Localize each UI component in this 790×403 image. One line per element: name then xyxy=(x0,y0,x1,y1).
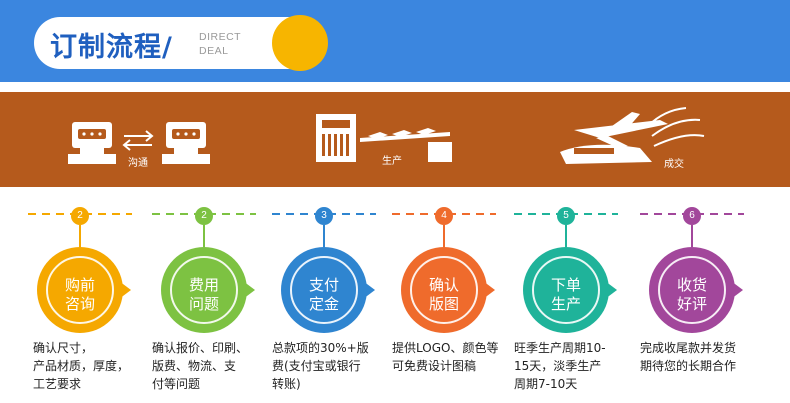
step-description-line: 旺季生产周期10- xyxy=(514,341,606,355)
step-description: 确认报价、印刷、版费、物流、支付等问题 xyxy=(152,339,277,393)
step-stem xyxy=(565,225,567,247)
production-machine-icon xyxy=(316,114,452,162)
step-number-badge: 2 xyxy=(195,207,213,225)
bubble-ring: 确认版图 xyxy=(410,256,478,324)
step-description-line: 可免费设计图稿 xyxy=(392,359,477,373)
step-stem xyxy=(691,225,693,247)
computer-right-icon xyxy=(162,122,210,164)
bubble-pointer xyxy=(483,281,495,299)
step-description: 完成收尾款并发货期待您的长期合作 xyxy=(640,339,765,375)
step-bubble: 费用问题 xyxy=(161,247,255,333)
step-description-line: 确认报价、印刷、 xyxy=(152,341,249,355)
step-title-line-1: 确认 xyxy=(428,276,459,294)
step-description-line: 15天，淡季生产 xyxy=(514,359,602,373)
process-step: 2 费用问题确认报价、印刷、版费、物流、支付等问题 xyxy=(152,205,282,403)
computer-left-icon xyxy=(68,122,116,164)
step-title-line-1: 收货 xyxy=(676,276,707,294)
step-title: 下单生产 xyxy=(534,276,598,314)
step-description: 旺季生产周期10- 15天，淡季生产周期7-10天 xyxy=(514,339,639,393)
step-title-line-1: 购前 xyxy=(64,276,95,294)
process-steps: 2 购前咨询确认尺寸， 产品材质，厚度， 工艺要求 2 费用问题确认报价、印刷、版费、物流… xyxy=(0,205,790,403)
page-subtitle: DIRECT DEAL xyxy=(199,30,241,58)
step-description: 确认尺寸， 产品材质，厚度， 工艺要求 xyxy=(33,339,158,393)
step-title-line-2: 生产 xyxy=(550,295,581,313)
bubble-pointer xyxy=(243,281,255,299)
step-title-line-1: 支付 xyxy=(308,276,339,294)
bubble-ring: 购前咨询 xyxy=(46,256,114,324)
label-communicate: 沟通 xyxy=(128,158,148,169)
step-description-line: 提供LOGO、颜色等 xyxy=(392,341,499,355)
step-description: 提供LOGO、颜色等可免费设计图稿 xyxy=(392,339,517,375)
process-illustration xyxy=(68,107,705,164)
step-bubble: 支付定金 xyxy=(281,247,375,333)
step-title-line-2: 好评 xyxy=(676,295,707,313)
step-title-line-2: 版图 xyxy=(428,295,459,313)
step-bubble: 收货好评 xyxy=(649,247,743,333)
step-description-line: 总款项的30%+版 xyxy=(272,341,369,355)
step-description-line: 版费、物流、支 xyxy=(152,359,237,373)
step-description-line: 付等问题 xyxy=(152,377,201,391)
process-step: 2 购前咨询确认尺寸， 产品材质，厚度， 工艺要求 xyxy=(28,205,158,403)
step-stem xyxy=(79,225,81,247)
step-number-badge: 2 xyxy=(71,207,89,225)
bubble-pointer xyxy=(119,281,131,299)
label-deal: 成交 xyxy=(664,159,684,170)
step-description-line: 转账) xyxy=(272,377,301,391)
process-illustration-band: 沟通 生产 成交 xyxy=(0,92,790,187)
exchange-arrows-icon xyxy=(122,130,154,151)
step-number-badge: 5 xyxy=(557,207,575,225)
step-title-line-1: 下单 xyxy=(550,276,581,294)
process-step: 3 支付定金总款项的30%+版费(支付宝或银行转账) xyxy=(272,205,402,403)
step-title-line-1: 费用 xyxy=(188,276,219,294)
step-description-line: 期待您的长期合作 xyxy=(640,359,737,373)
step-description-line: 费(支付宝或银行 xyxy=(272,359,361,373)
step-bubble: 购前咨询 xyxy=(37,247,131,333)
step-number-badge: 6 xyxy=(683,207,701,225)
header-banner: 订制流程/ DIRECT DEAL xyxy=(0,0,790,82)
bubble-ring: 收货好评 xyxy=(658,256,726,324)
step-bubble: 下单生产 xyxy=(523,247,617,333)
step-title: 确认版图 xyxy=(412,276,476,314)
process-step: 6 收货好评完成收尾款并发货期待您的长期合作 xyxy=(640,205,770,403)
step-title: 费用问题 xyxy=(172,276,236,314)
step-description-line: 完成收尾款并发货 xyxy=(640,341,737,355)
page-title: 订制流程/ xyxy=(50,32,173,63)
step-description-line: 工艺要求 xyxy=(33,377,82,391)
step-title-line-2: 问题 xyxy=(188,295,219,313)
bubble-pointer xyxy=(605,281,617,299)
step-stem xyxy=(203,225,205,247)
subtitle-line-2: DEAL xyxy=(199,45,229,57)
label-produce: 生产 xyxy=(382,156,402,167)
bubble-ring: 费用问题 xyxy=(170,256,238,324)
step-number-badge: 3 xyxy=(315,207,333,225)
bubble-ring: 下单生产 xyxy=(532,256,600,324)
bubble-pointer xyxy=(363,281,375,299)
step-stem xyxy=(323,225,325,247)
process-step: 5 下单生产旺季生产周期10- 15天，淡季生产周期7-10天 xyxy=(514,205,644,403)
step-title: 购前咨询 xyxy=(48,276,112,314)
step-description-line: 周期7-10天 xyxy=(514,377,578,391)
step-title: 收货好评 xyxy=(660,276,724,314)
step-bubble: 确认版图 xyxy=(401,247,495,333)
bubble-pointer xyxy=(731,281,743,299)
subtitle-line-1: DIRECT xyxy=(199,31,242,43)
step-title-line-2: 定金 xyxy=(308,295,339,313)
step-description-line: 确认尺寸， xyxy=(33,341,94,355)
step-stem xyxy=(443,225,445,247)
process-step: 4 确认版图提供LOGO、颜色等可免费设计图稿 xyxy=(392,205,522,403)
bubble-ring: 支付定金 xyxy=(290,256,358,324)
decorative-circle xyxy=(272,15,328,71)
step-description-line: 产品材质，厚度， xyxy=(33,359,130,373)
step-title-line-2: 咨询 xyxy=(64,295,95,313)
step-number-badge: 4 xyxy=(435,207,453,225)
step-description: 总款项的30%+版费(支付宝或银行转账) xyxy=(272,339,397,393)
step-title: 支付定金 xyxy=(292,276,356,314)
logistics-plane-ship-icon xyxy=(560,112,668,164)
speed-lines-icon xyxy=(647,107,705,147)
